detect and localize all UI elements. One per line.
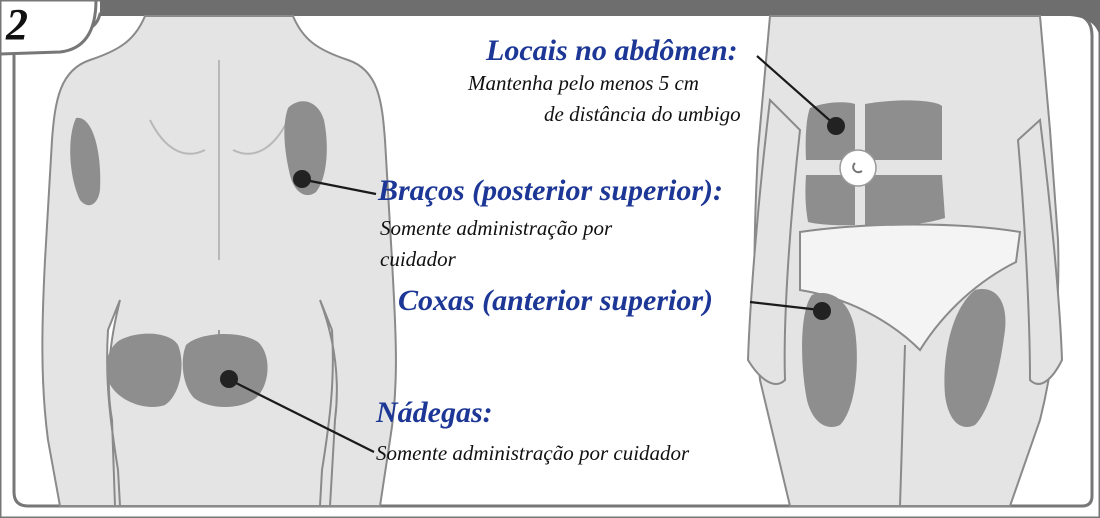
thighs-title: Coxas (anterior superior) [398,284,714,317]
pointer-dots [220,117,845,388]
right-buttock-site [182,334,268,407]
right-arm-site [284,101,327,196]
top-bar [100,0,1100,40]
abdomen-sites [805,100,945,226]
step-number: 2 [6,0,28,49]
back-view-figure [41,15,397,507]
abdomen-note-line1: Mantenha pelo menos 5 cm [468,71,699,95]
step-tab [0,0,98,56]
arms-title: Braços (posterior superior): [378,174,724,207]
left-arm-site-back [70,117,101,206]
buttocks-note: Somente administração por cuidador [376,441,690,465]
abdomen-note-line2: de distância do umbigo [544,102,741,126]
pointer-lines [227,55,836,453]
arms-note-line1: Somente administração por [380,216,613,240]
navel-exclusion-zone [839,149,877,187]
left-thigh-site [802,293,857,427]
right-thigh-site [944,289,1006,427]
arms-note-line2: cuidador [380,247,456,271]
buttocks-title: Nádegas: [376,396,493,429]
left-buttock-site [106,333,182,408]
abdomen-title: Locais no abdômen: [486,34,738,67]
navel [852,162,863,174]
